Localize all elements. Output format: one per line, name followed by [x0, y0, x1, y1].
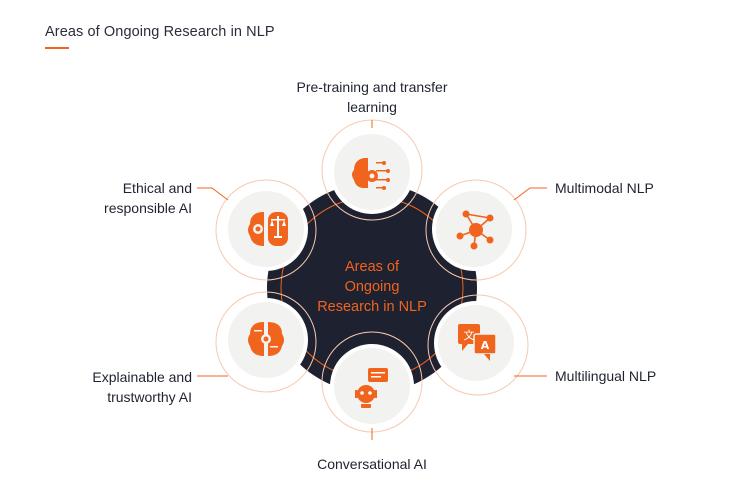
brain-scales-icon [248, 212, 288, 246]
label-pretraining: Pre-training and transfer learning [280, 77, 464, 117]
label-conversational: Conversational AI [290, 454, 454, 474]
label-explainable-line2: trustworthy AI [107, 389, 192, 405]
label-ethical-line1: Ethical and [122, 180, 192, 196]
center-label-line3: Research in NLP [317, 299, 427, 315]
label-conversational-line1: Conversational AI [317, 456, 427, 472]
network-nodes-icon [456, 210, 494, 250]
title-underline [45, 47, 69, 49]
label-explainable-line1: Explainable and [92, 369, 192, 385]
svg-text:文: 文 [464, 328, 475, 342]
label-explainable: Explainable and trustworthy AI [40, 367, 192, 407]
center-label-line2: Ongoing [344, 279, 400, 295]
label-multilingual: Multilingual NLP [555, 366, 656, 386]
label-multimodal-line1: Multimodal NLP [555, 180, 654, 196]
label-ethical: Ethical and responsible AI [60, 178, 192, 218]
node-conversational [330, 344, 414, 428]
page-title: Areas of Ongoing Research in NLP [45, 24, 275, 40]
brain-gear-icon [352, 158, 390, 190]
label-multilingual-line1: Multilingual NLP [555, 368, 657, 384]
center-label: Areas of Ongoing Research in NLP [299, 257, 445, 317]
label-pretraining-line1: Pre-training and transfer [296, 79, 448, 95]
node-multimodal [432, 187, 516, 271]
label-multimodal: Multimodal NLP [555, 178, 654, 198]
connectors [197, 120, 547, 440]
brain-circuit-icon [248, 322, 284, 356]
chatbot-icon [355, 368, 388, 408]
label-pretraining-line2: learning [347, 99, 397, 115]
center-label-line1: Areas of [345, 259, 399, 275]
node-ethical [224, 187, 308, 271]
svg-text:A: A [481, 339, 490, 352]
label-ethical-line2: responsible AI [104, 200, 192, 216]
node-explainable [224, 298, 308, 382]
node-multilingual: 文 A [434, 301, 518, 385]
node-pretraining [330, 130, 414, 214]
translate-icon: 文 A [458, 324, 497, 361]
center-circle [267, 183, 477, 393]
